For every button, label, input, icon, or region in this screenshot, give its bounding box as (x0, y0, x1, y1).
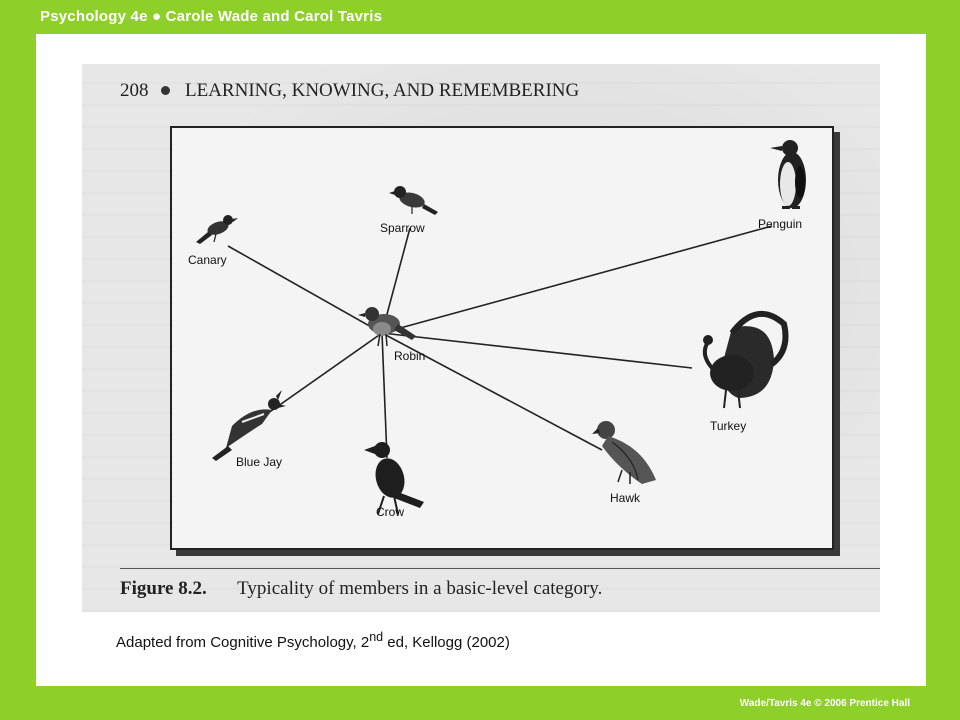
figure-number: Figure 8.2. (120, 578, 207, 599)
copyright-footer: Wade/Tavris 4e © 2006 Prentice Hall (739, 698, 910, 709)
line-penguin (381, 225, 773, 334)
page-header: 208 LEARNING, KNOWING, AND REMEMBERING (120, 80, 579, 102)
robin-icon (358, 307, 416, 347)
slide-body: 208 LEARNING, KNOWING, AND REMEMBERING (36, 34, 926, 686)
crow-icon (364, 442, 424, 515)
diagram-canvas: Robin Canary Sparr (188, 140, 806, 519)
chapter-title: LEARNING, KNOWING, AND REMEMBERING (185, 80, 580, 101)
bluejay-icon (212, 390, 286, 461)
hawk-label: Hawk (610, 491, 641, 505)
line-crow (381, 332, 388, 459)
turkey-label: Turkey (710, 419, 746, 433)
figure-caption-text: Typicality of members in a basic-level c… (237, 578, 603, 599)
hawk-icon (592, 421, 656, 484)
connector-lines (227, 225, 773, 459)
line-turkey (381, 332, 693, 369)
credit-text-rest: ed, Kellogg (2002) (383, 634, 510, 651)
sparrow-label: Sparrow (380, 221, 425, 235)
penguin-icon (770, 140, 806, 209)
bluejay-label: Blue Jay (236, 455, 282, 469)
line-hawk (381, 332, 603, 451)
category-diagram: Robin Canary Sparr (170, 126, 834, 550)
crow-label: Crow (376, 505, 404, 519)
figure-caption: Figure 8.2. Typicality of members in a b… (120, 578, 602, 600)
scanned-page: 208 LEARNING, KNOWING, AND REMEMBERING (82, 64, 880, 612)
canary-label: Canary (188, 253, 227, 267)
slide-header: Psychology 4e ● Carole Wade and Carol Ta… (0, 0, 960, 34)
source-credit: Adapted from Cognitive Psychology, 2nd e… (116, 630, 510, 651)
turkey-icon (702, 310, 789, 409)
canary-icon (196, 215, 238, 244)
credit-superscript: nd (369, 630, 384, 644)
book-title: Psychology 4e ● Carole Wade and Carol Ta… (40, 8, 383, 25)
line-canary (227, 245, 383, 334)
robin-label: Robin (394, 349, 425, 363)
page-number: 208 (120, 80, 149, 101)
credit-text: Adapted from Cognitive Psychology, 2 (116, 634, 370, 651)
figure-divider (120, 568, 880, 569)
bullet-icon (161, 86, 171, 96)
penguin-label: Penguin (758, 217, 802, 231)
sparrow-icon (389, 186, 438, 215)
